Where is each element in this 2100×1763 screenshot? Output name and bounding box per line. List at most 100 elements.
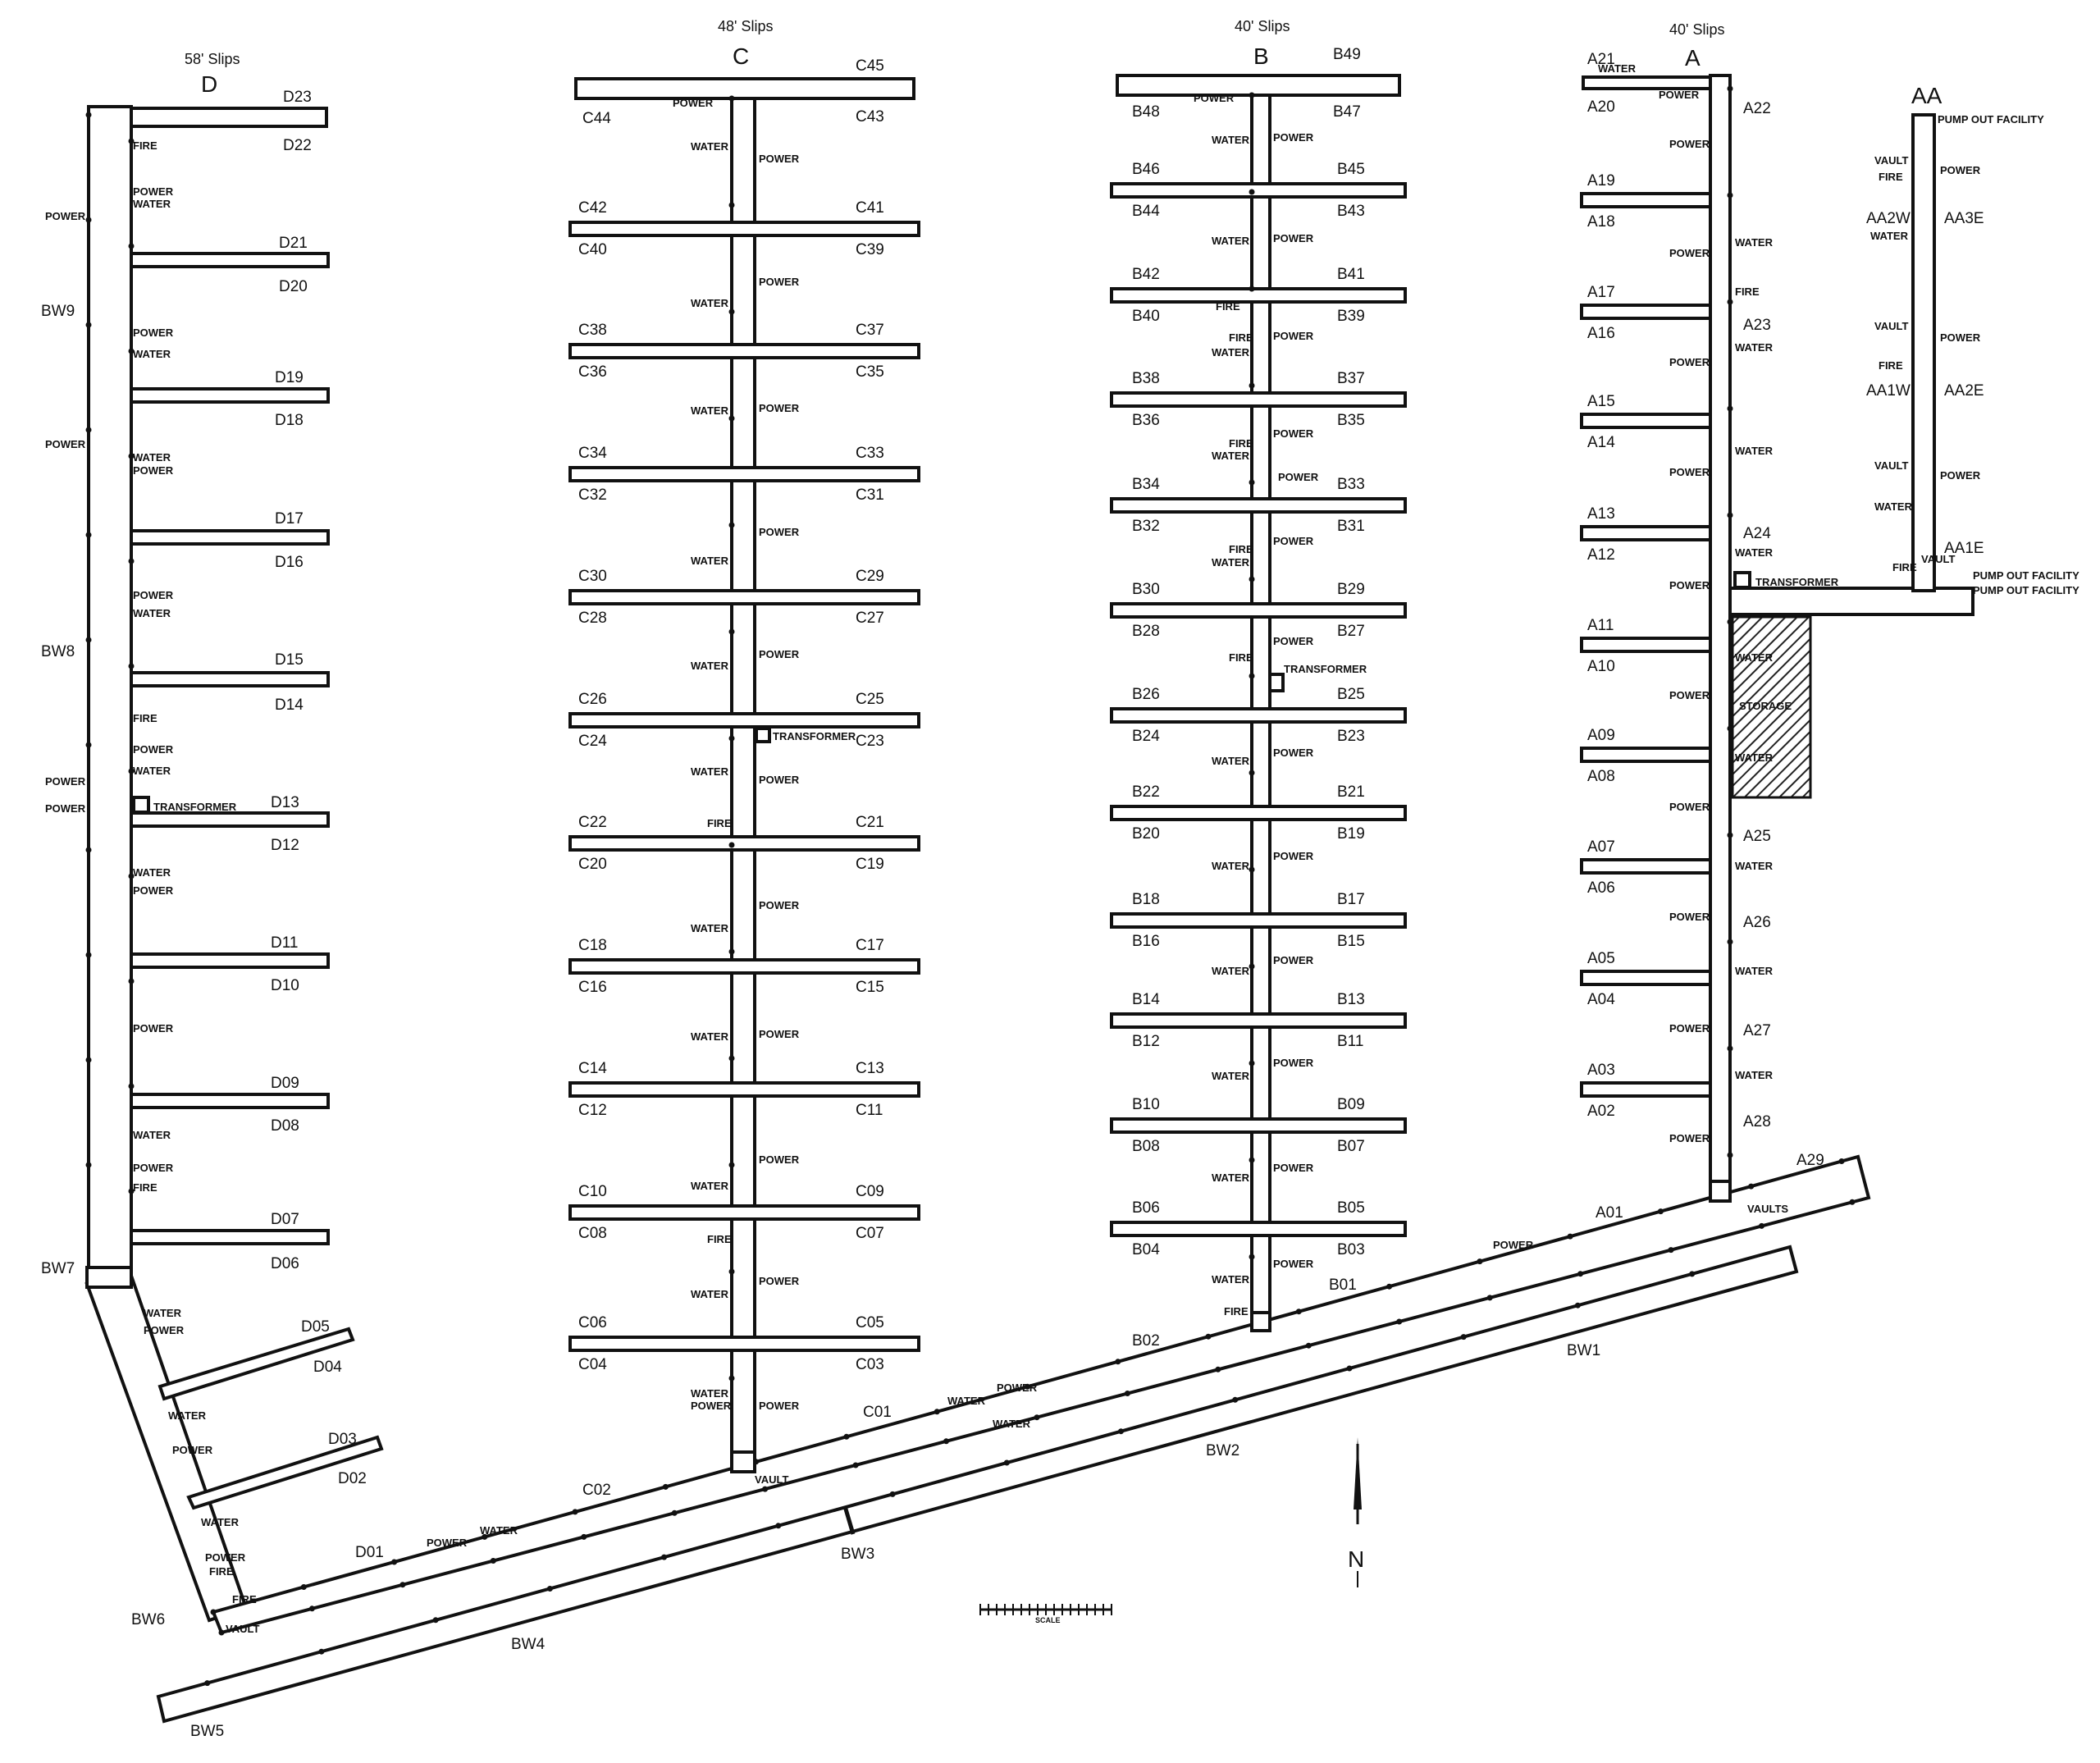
utility-water-label: WATER bbox=[1212, 755, 1250, 767]
utility-water-label: WATER bbox=[1735, 651, 1774, 664]
utility-power-label: POWER bbox=[133, 1022, 174, 1035]
dock-b-finger bbox=[1110, 1012, 1407, 1029]
finger-d05 bbox=[158, 1327, 355, 1401]
slip-b01: B01 bbox=[1329, 1277, 1357, 1294]
dock-aa-main-walk bbox=[1911, 113, 1936, 592]
slip-b10: B10 bbox=[1132, 1096, 1160, 1113]
pump-out-label-1: PUMP OUT FACILITY bbox=[1973, 569, 2079, 582]
utility-fire-label: FIRE bbox=[209, 1565, 234, 1578]
pole-dot bbox=[1249, 673, 1255, 679]
slip-c43: C43 bbox=[856, 108, 884, 126]
pole-dot bbox=[1249, 576, 1255, 582]
dock-a-finger bbox=[1580, 1081, 1712, 1098]
slip-b20: B20 bbox=[1132, 825, 1160, 843]
slip-a06: A06 bbox=[1587, 879, 1615, 897]
dock-a-connector-to-aa bbox=[1728, 587, 1974, 616]
pole-dot bbox=[1115, 1359, 1121, 1365]
pole-dot bbox=[1232, 1396, 1239, 1403]
slip-d15: D15 bbox=[275, 651, 304, 669]
utility-water-label: WATER bbox=[691, 1030, 729, 1043]
pole-dot bbox=[775, 1523, 782, 1529]
utility-power-label: POWER bbox=[1273, 1057, 1314, 1069]
pole-dot bbox=[728, 735, 735, 742]
pole-dot bbox=[1657, 1208, 1664, 1215]
a-transformer-label: TRANSFORMER bbox=[1755, 576, 1839, 588]
slip-d04: D04 bbox=[313, 1359, 342, 1376]
slip-c20: C20 bbox=[578, 856, 607, 873]
dock-b-slip-size: 40' Slips bbox=[1235, 18, 1290, 34]
slip-d08: D08 bbox=[271, 1117, 299, 1135]
aa-water-label-2: WATER bbox=[1874, 500, 1913, 513]
slip-b02: B02 bbox=[1132, 1332, 1160, 1350]
pole-dot bbox=[218, 1629, 225, 1636]
utility-water-label: WATER bbox=[691, 1387, 729, 1400]
utility-water-label: WATER bbox=[133, 348, 171, 360]
utility-water-label: WATER bbox=[691, 1180, 729, 1192]
pole-dot bbox=[728, 415, 735, 422]
slip-aa1e: AA1E bbox=[1944, 540, 1984, 557]
utility-power-label: POWER bbox=[1669, 579, 1710, 591]
bw3-divider bbox=[842, 1505, 856, 1535]
slip-a23: A23 bbox=[1743, 317, 1771, 334]
utility-power-label: POWER bbox=[133, 743, 174, 756]
utility-power-label: POWER bbox=[759, 1153, 800, 1166]
slip-d22: D22 bbox=[283, 137, 312, 154]
dock-d-slip-size: 58' Slips bbox=[185, 51, 240, 67]
bw9-label: BW9 bbox=[41, 303, 75, 320]
utility-fire-label: FIRE bbox=[232, 1593, 257, 1605]
slip-c09: C09 bbox=[856, 1183, 884, 1200]
slip-b25: B25 bbox=[1337, 686, 1365, 703]
dock-b-finger bbox=[1110, 497, 1407, 514]
slip-a25: A25 bbox=[1743, 828, 1771, 845]
utility-power-label: POWER bbox=[759, 774, 800, 786]
pole-dot bbox=[1386, 1283, 1393, 1290]
slip-a22: A22 bbox=[1743, 100, 1771, 117]
slip-c31: C31 bbox=[856, 486, 884, 504]
pole-dot bbox=[728, 1162, 735, 1168]
dock-a-header bbox=[1582, 75, 1712, 90]
north-arrow-icon bbox=[1354, 1437, 1362, 1510]
utility-power-label: POWER bbox=[759, 1028, 800, 1040]
dock-a-finger bbox=[1580, 747, 1712, 763]
dock-a-finger bbox=[1580, 304, 1712, 320]
utility-power-label: POWER bbox=[1273, 131, 1314, 144]
slip-d10: D10 bbox=[271, 977, 299, 994]
dock-d-main-walk bbox=[87, 105, 133, 1272]
dock-a-main-walk bbox=[1709, 74, 1732, 1191]
slip-c34: C34 bbox=[578, 445, 607, 462]
slip-c01: C01 bbox=[863, 1404, 892, 1421]
utility-water-label: WATER bbox=[133, 1129, 171, 1141]
slip-c37: C37 bbox=[856, 322, 884, 339]
slip-a16: A16 bbox=[1587, 325, 1615, 342]
utility-water-label: WATER bbox=[1212, 134, 1250, 146]
dock-c-finger bbox=[568, 1336, 920, 1352]
slip-a04: A04 bbox=[1587, 991, 1615, 1008]
slip-b08: B08 bbox=[1132, 1138, 1160, 1155]
pole-dot bbox=[1727, 512, 1733, 518]
pole-dot bbox=[482, 1533, 488, 1540]
pole-dot bbox=[1118, 1428, 1124, 1435]
breakwater-labels: BW1 BW2 BW3 BW4 BW5 BW6 BW7 BW8 BW9 bbox=[41, 303, 1600, 1740]
aa-vault-label-1: VAULT bbox=[1874, 154, 1908, 167]
utility-power-label: POWER bbox=[1273, 954, 1314, 966]
utility-power-label: POWER bbox=[1669, 689, 1710, 701]
slip-c10: C10 bbox=[578, 1183, 607, 1200]
utility-power-label: POWER bbox=[759, 276, 800, 288]
pole-dot bbox=[1577, 1271, 1584, 1277]
slip-b42: B42 bbox=[1132, 266, 1160, 283]
utility-water-label: WATER bbox=[1212, 450, 1250, 462]
utility-power-label: POWER bbox=[45, 438, 86, 450]
pole-dot bbox=[728, 842, 735, 848]
pole-dot bbox=[1668, 1247, 1674, 1254]
utility-water-label: WATER bbox=[1735, 1069, 1774, 1081]
slip-c11: C11 bbox=[856, 1102, 883, 1119]
aa-vault-label-2: VAULT bbox=[1874, 320, 1908, 332]
pole-dot bbox=[1249, 866, 1255, 873]
slip-b46: B46 bbox=[1132, 161, 1160, 178]
dock-b-finger bbox=[1110, 1221, 1407, 1237]
c-transformer-label: TRANSFORMER bbox=[773, 730, 856, 742]
pole-dot bbox=[399, 1582, 406, 1588]
slip-b44: B44 bbox=[1132, 203, 1160, 220]
utility-water-label: WATER bbox=[691, 297, 729, 309]
dock-aa: AA AA3E AA2W AA2E AA1W AA1E PUMP OUT FAC… bbox=[1866, 83, 2079, 596]
